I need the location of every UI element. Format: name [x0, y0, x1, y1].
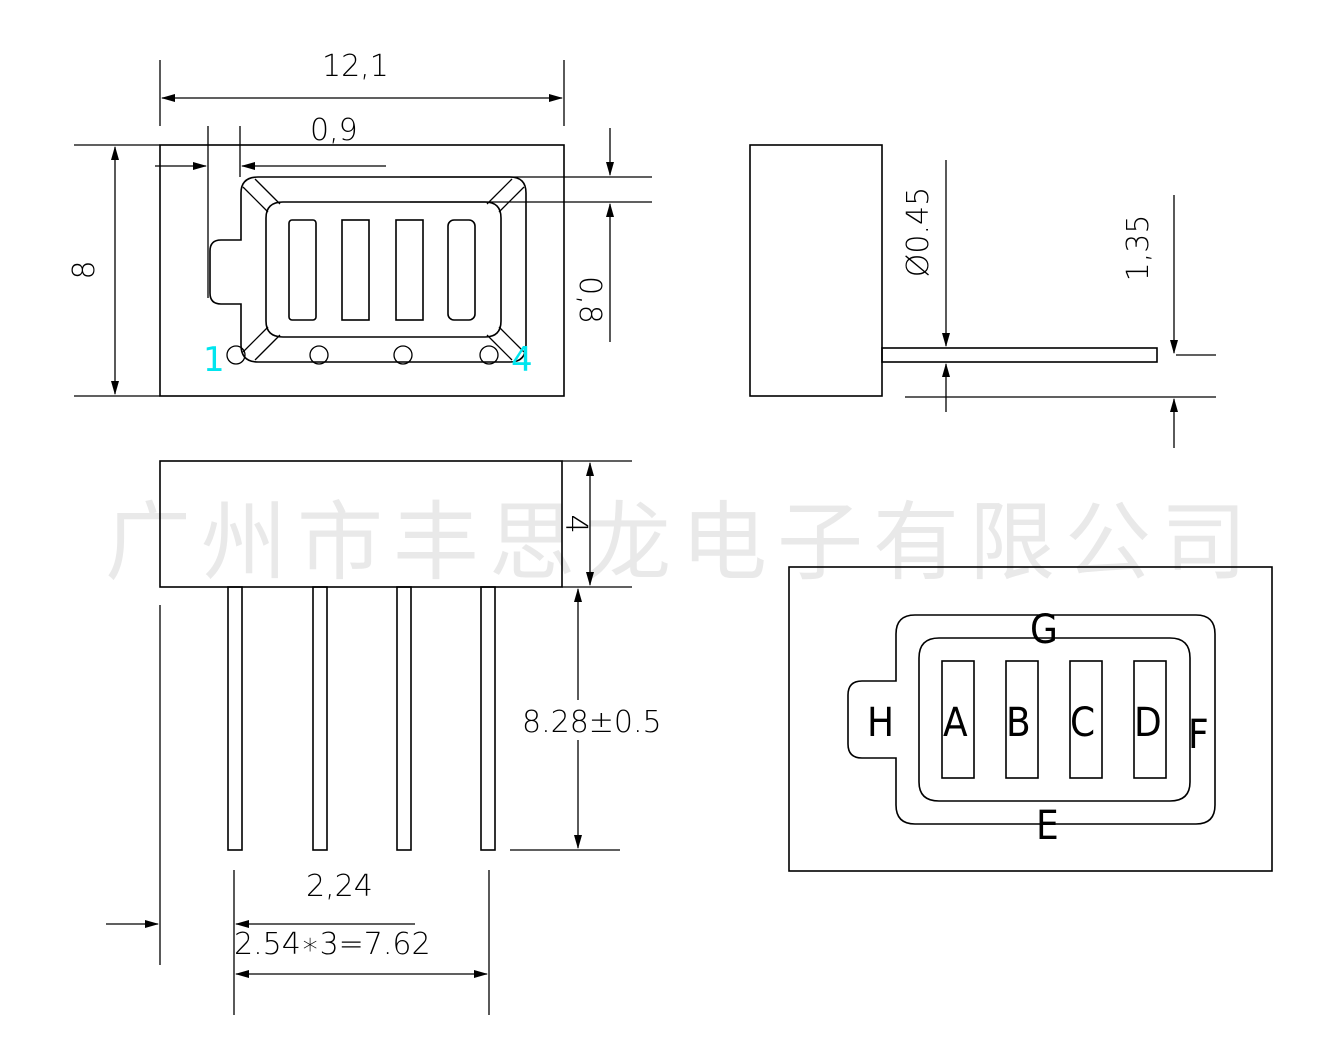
pin-hole-4 [479, 345, 499, 365]
side-view: Ø0.45 1,35 [749, 144, 1216, 448]
segment-width-dim-label: 0,8 [572, 276, 607, 324]
segment-c-outline [1069, 660, 1103, 779]
front-pin-3 [396, 586, 412, 851]
segment-label-f: F [1188, 712, 1209, 758]
front-pin-2 [312, 586, 328, 851]
top-view-outline [159, 144, 565, 397]
segment-label-h: H [867, 700, 894, 746]
segment-view-inner-frame [918, 637, 1191, 802]
segment-label-e: E [1036, 803, 1059, 849]
pin-spacing-dim-label: 2,24 [306, 869, 373, 904]
segment-a-outline [941, 660, 975, 779]
segment-label-b: B [1006, 700, 1031, 746]
side-view-body [749, 144, 883, 397]
top-view-chamfers [242, 178, 525, 361]
pin-hole-1 [226, 345, 246, 365]
pin-offset-dim-label: 1,35 [1121, 215, 1156, 282]
width-dim-label: 12,1 [322, 49, 389, 84]
pin-length-dim-label: 8.28±0.5 [522, 705, 662, 740]
segment-view-outer-frame [847, 614, 1216, 825]
segment-b-outline [1005, 660, 1039, 779]
pin-1-label: 1 [203, 340, 225, 380]
front-pin-4 [480, 586, 496, 851]
front-pin-1 [227, 586, 243, 851]
segment-label-g: G [1030, 607, 1058, 653]
offset-dim-label: 0,9 [310, 113, 358, 148]
front-view: 4 8.28±0.5 2,24 2.54∗3=7.62 [106, 460, 662, 1015]
side-view-pin [881, 347, 1158, 363]
segment-view-outline [788, 566, 1273, 872]
pin-hole-3 [393, 345, 413, 365]
top-segment-b [341, 219, 370, 321]
watermark: 广州市丰思龙电子有限公司 [105, 493, 1257, 593]
segment-view: A B C D E F G H [788, 566, 1273, 872]
top-view: 1 4 12,1 0,9 8 0,8 [67, 49, 652, 397]
pin-4-label: 4 [511, 340, 533, 380]
pin-diameter-dim-label: Ø0.45 [901, 187, 936, 277]
top-view-frame [209, 176, 527, 363]
front-view-body [159, 460, 563, 588]
segment-label-c: C [1070, 700, 1095, 746]
segment-label-a: A [943, 700, 968, 746]
segment-d-outline [1133, 660, 1167, 779]
pitch-dim-label: 2.54∗3=7.62 [234, 927, 431, 962]
body-height-dim-label: 4 [558, 514, 593, 533]
segment-label-d: D [1134, 700, 1162, 746]
pin-hole-2 [309, 345, 329, 365]
top-view-inner-frame [265, 201, 502, 338]
top-segment-a [288, 219, 317, 321]
top-segment-c [395, 219, 424, 321]
height-dim-label: 8 [67, 260, 102, 279]
top-segment-d [447, 219, 476, 321]
